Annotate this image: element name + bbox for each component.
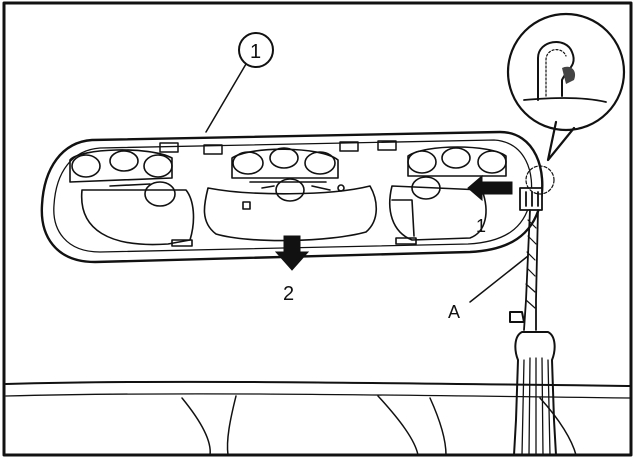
- headliner-edge: [5, 380, 631, 387]
- lamp-housing-inner: [53, 139, 533, 253]
- left-lamp-unit: [69, 149, 195, 247]
- right-lamp-unit: [389, 146, 507, 245]
- lamp-housing: [40, 130, 544, 264]
- tool-leader: [469, 255, 529, 303]
- headliner-inner: [5, 393, 631, 399]
- screwdriver-tool: [509, 209, 557, 456]
- left-arrow: [467, 174, 513, 202]
- center-lamp-unit: [203, 147, 378, 242]
- callout-number: 1: [250, 41, 261, 63]
- tool-label: A: [448, 302, 460, 322]
- vent-slots: [159, 140, 397, 155]
- down-arrow-label: 2: [283, 283, 294, 305]
- callout-circle: [238, 32, 274, 68]
- detail-target-circle: [525, 165, 555, 195]
- left-arrow-label: 1: [476, 216, 486, 236]
- detail-bubble: [506, 12, 626, 162]
- lower-ribs: [181, 395, 577, 456]
- callout-leader: [205, 63, 247, 133]
- down-arrow: [274, 235, 310, 271]
